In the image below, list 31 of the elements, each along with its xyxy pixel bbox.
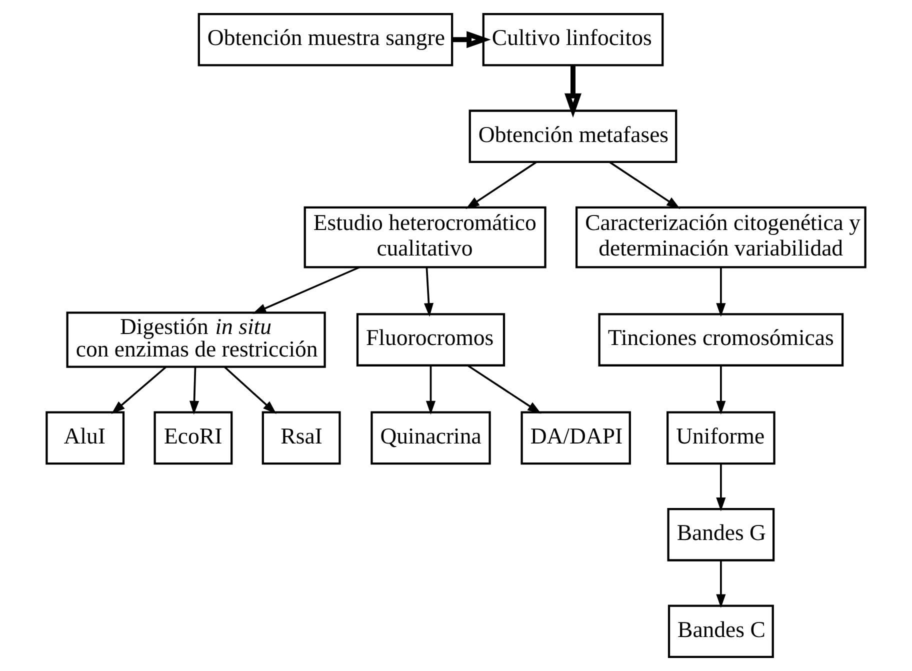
node-box: Uniforme xyxy=(666,411,776,465)
arrow xyxy=(189,367,200,415)
arrow xyxy=(467,364,542,414)
node-box: DA/DAPI xyxy=(520,411,631,465)
node-box: AluI xyxy=(46,411,125,465)
node-box: Caracterización citogenética y determinación variabilidad xyxy=(575,206,866,268)
arrow xyxy=(252,266,360,314)
node-box: Bandes G xyxy=(667,508,775,562)
arrow xyxy=(466,161,537,209)
arrow xyxy=(716,268,726,317)
node-box: Tinciones cromosómicas xyxy=(598,313,844,366)
arrow xyxy=(716,560,726,608)
arrow xyxy=(716,366,726,414)
node-box: Quinacrina xyxy=(370,411,491,465)
node-box: EcoRI xyxy=(154,411,233,465)
arrow xyxy=(609,161,680,209)
arrow xyxy=(424,268,434,317)
node-box: Obtención muestra sangre xyxy=(198,12,454,66)
arrow xyxy=(716,464,726,512)
arrow xyxy=(564,66,582,118)
node-box: Obtención metafases xyxy=(468,110,678,164)
node-box: Estudio heterocromático cualitativo xyxy=(304,206,546,268)
arrow xyxy=(426,366,436,414)
arrow xyxy=(111,366,166,414)
node-box: RsaI xyxy=(262,411,341,465)
arrow xyxy=(452,31,491,48)
arrow xyxy=(224,366,276,414)
node-box: Bandes C xyxy=(668,604,774,658)
node-box: Cultivo linfocitos xyxy=(482,12,664,66)
node-box: Digestión in situ con enzimas de restricción xyxy=(66,312,326,368)
node-box: Fluorocromos xyxy=(356,313,506,366)
